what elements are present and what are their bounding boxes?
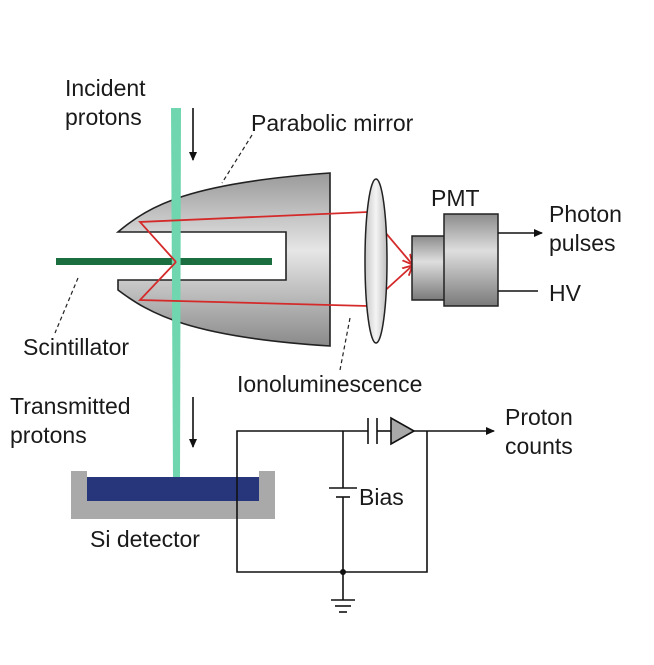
label-incident-line1: Incident bbox=[65, 75, 146, 101]
lens bbox=[364, 178, 388, 344]
label-transmitted-line1: Transmitted bbox=[10, 393, 131, 419]
label-parabolic-mirror: Parabolic mirror bbox=[251, 110, 414, 136]
label-proton-line2: counts bbox=[505, 433, 573, 459]
light-rays bbox=[137, 211, 412, 307]
counting-circuit bbox=[236, 416, 495, 613]
leader-lines bbox=[54, 134, 351, 371]
proton-beam bbox=[171, 108, 181, 480]
label-pmt: PMT bbox=[431, 185, 480, 211]
label-photon-line1: Photon bbox=[549, 201, 622, 227]
circuit-junction bbox=[340, 569, 346, 575]
label-ionoluminescence: Ionoluminescence bbox=[237, 371, 422, 397]
label-scintillator: Scintillator bbox=[23, 334, 129, 360]
label-transmitted-line2: protons bbox=[10, 422, 87, 448]
si-detector bbox=[71, 471, 275, 519]
label-proton-line1: Proton bbox=[505, 404, 573, 430]
label-hv: HV bbox=[549, 280, 582, 306]
pmt bbox=[411, 213, 499, 307]
label-si-detector: Si detector bbox=[90, 526, 200, 552]
label-photon-line2: pulses bbox=[549, 230, 615, 256]
scintillator-bar bbox=[56, 258, 272, 265]
label-bias: Bias bbox=[359, 484, 404, 510]
label-incident-line2: protons bbox=[65, 104, 142, 130]
